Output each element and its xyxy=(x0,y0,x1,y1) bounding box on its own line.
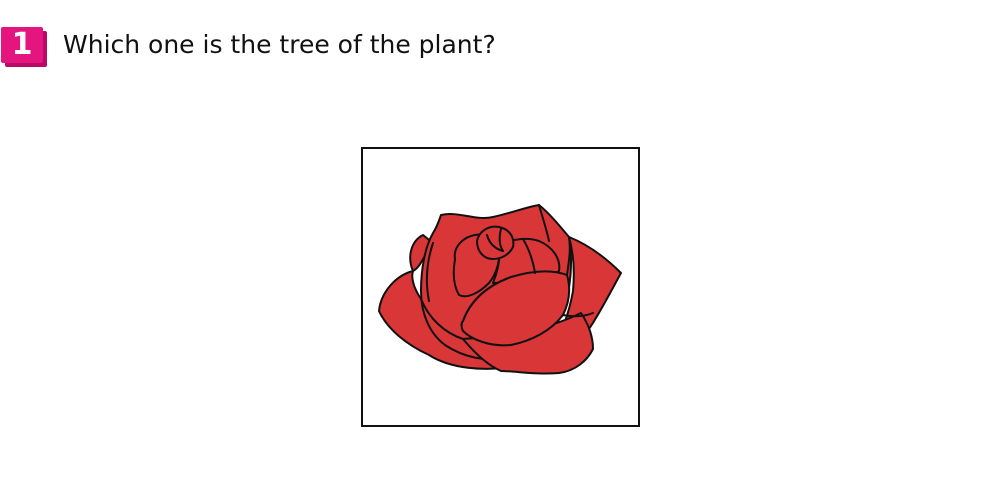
question-number: 1 xyxy=(11,27,33,62)
rose-detail-line xyxy=(562,312,594,318)
rose-detail-line xyxy=(566,236,571,276)
rose-detail-line xyxy=(522,238,536,274)
rose-detail-line xyxy=(498,228,504,252)
rose-icon xyxy=(378,204,622,375)
picture-frame xyxy=(361,147,640,427)
question-text: Which one is the tree of the plant? xyxy=(63,30,496,59)
rose-detail-line xyxy=(425,242,434,302)
rose-bud xyxy=(476,225,515,260)
rose-detail-line xyxy=(420,298,464,340)
question-badge-face xyxy=(1,27,43,63)
rose-detail-line xyxy=(486,234,504,252)
question-number-badge: 1 xyxy=(1,27,47,67)
rose-detail-line xyxy=(538,204,550,242)
